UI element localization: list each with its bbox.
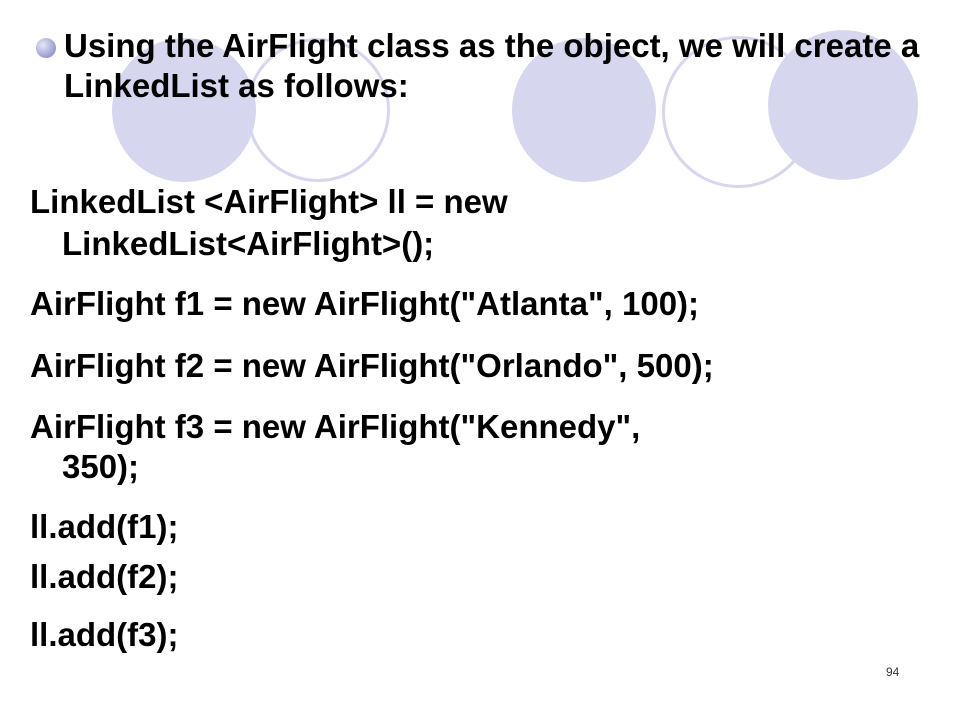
code-line: AirFlight f1 = new AirFlight("Atlanta", … [30, 285, 700, 322]
decor-circle [112, 38, 256, 182]
code-line: LinkedList <AirFlight> ll = new [30, 183, 508, 220]
decor-circle [768, 30, 918, 180]
bullet-text: Using the AirFlight class as the object,… [64, 27, 920, 104]
code-line-continued: 350); [62, 448, 140, 485]
code-line: AirFlight f3 = new AirFlight("Kennedy", [30, 408, 641, 445]
bullet-dot-icon [36, 38, 56, 58]
code-line: AirFlight f2 = new AirFlight("Orlando", … [30, 347, 714, 384]
decor-circle [512, 38, 656, 182]
code-line-continued: LinkedList<AirFlight>(); [62, 225, 435, 262]
page-number: 94 [886, 665, 900, 679]
code-line: ll.add(f1); [30, 508, 179, 545]
code-line: ll.add(f2); [30, 558, 179, 595]
code-line: ll.add(f3); [30, 616, 179, 653]
decor-ring [246, 38, 390, 182]
